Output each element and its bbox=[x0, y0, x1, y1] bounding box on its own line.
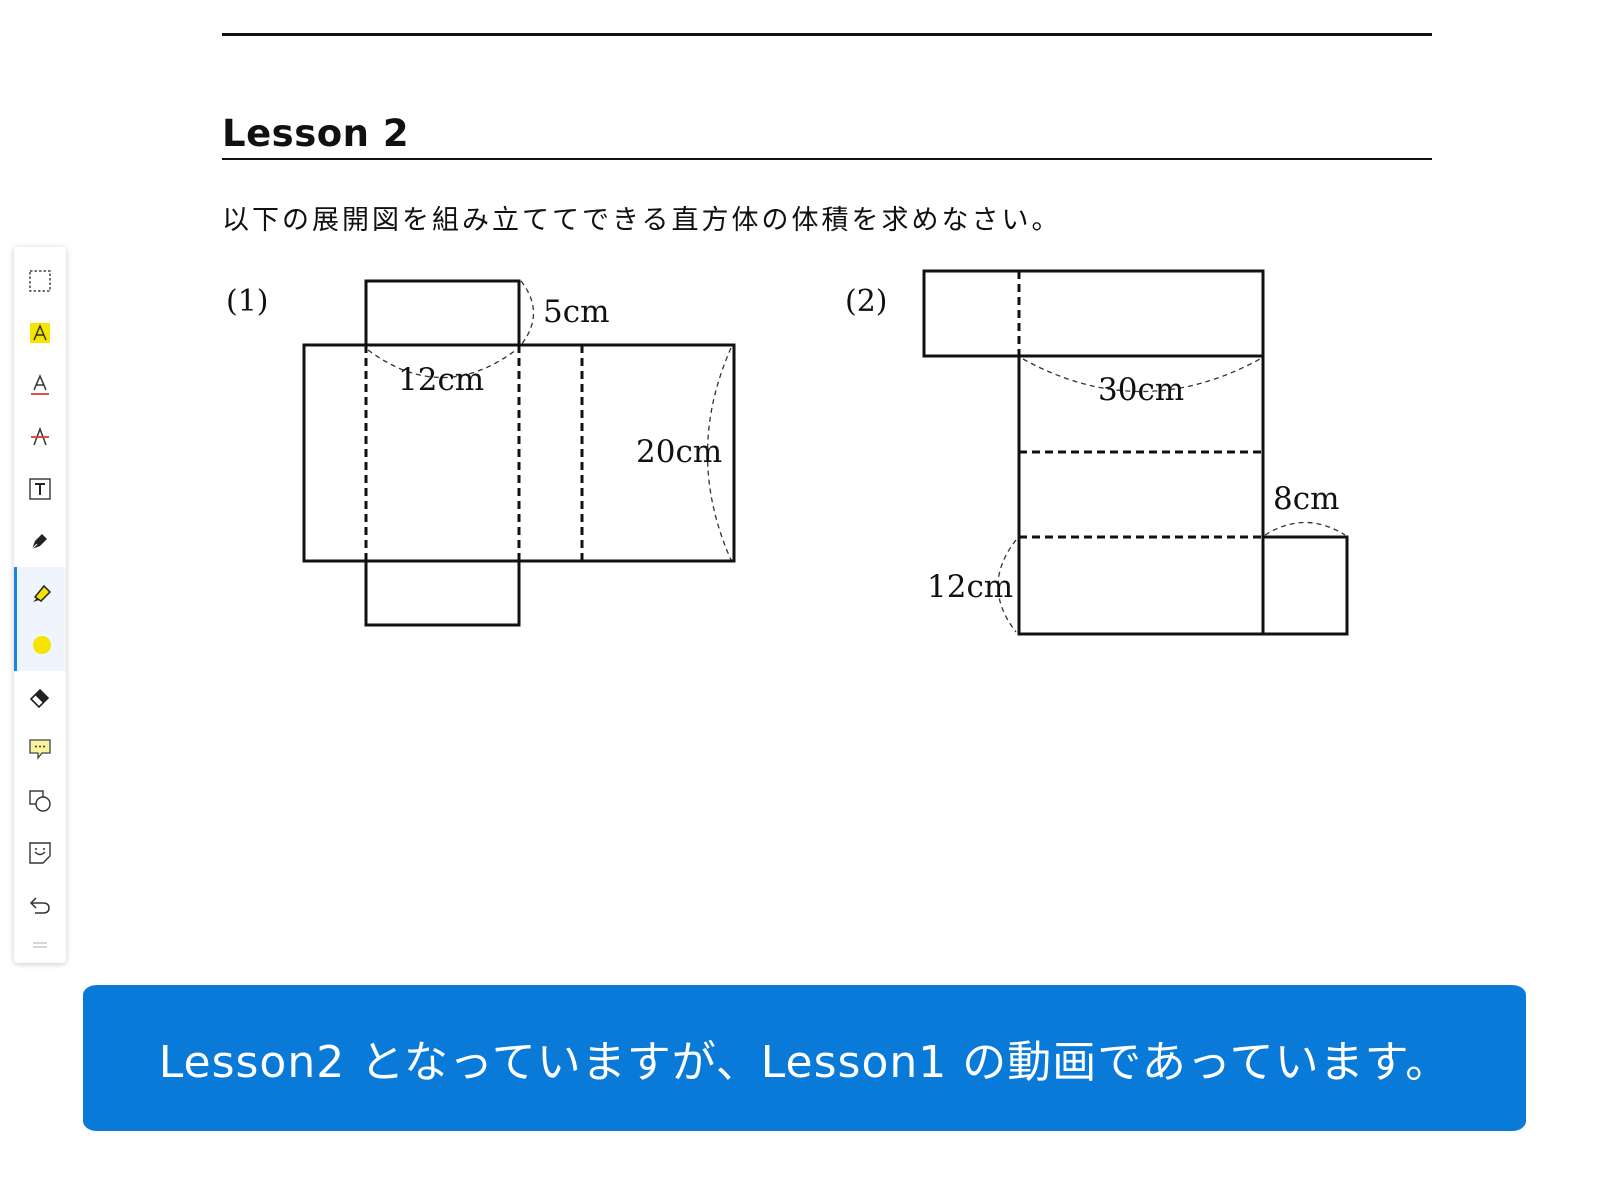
dim-label-30cm: 30cm bbox=[1098, 372, 1184, 408]
pen-tool[interactable] bbox=[14, 515, 66, 567]
undo-icon bbox=[29, 897, 50, 914]
figure-2-label: (2) bbox=[845, 284, 888, 319]
comment-tool[interactable] bbox=[14, 723, 66, 775]
text-box-icon bbox=[29, 478, 51, 500]
caption-text: Lesson2 となっていますが、Lesson1 の動画であっています。 bbox=[158, 1037, 1451, 1088]
underline-tool[interactable] bbox=[14, 359, 66, 411]
annotation-toolbar bbox=[14, 247, 66, 963]
net-figure-1 bbox=[302, 279, 736, 627]
highlighter-icon bbox=[32, 584, 51, 602]
color-dot-icon bbox=[32, 636, 51, 654]
pen-icon bbox=[30, 534, 47, 551]
highlight-a-icon bbox=[30, 323, 50, 343]
dim-label-12cm: 12cm bbox=[398, 362, 484, 398]
dimension-arcs-1 bbox=[367, 280, 732, 561]
dim-label-20cm: 20cm bbox=[636, 434, 722, 470]
dim-label-5cm: 5cm bbox=[543, 294, 609, 330]
caption-banner: Lesson2 となっていますが、Lesson1 の動画であっています。 bbox=[83, 985, 1526, 1131]
select-tool[interactable] bbox=[14, 255, 66, 307]
text-highlight-tool[interactable] bbox=[14, 307, 66, 359]
dim-label-12cm-2: 12cm bbox=[927, 569, 1013, 605]
toolbar-drag-handle[interactable] bbox=[14, 931, 66, 959]
strikethrough-tool[interactable] bbox=[14, 411, 66, 463]
grip-lines-icon bbox=[33, 942, 47, 948]
shapes-icon bbox=[29, 790, 51, 812]
question-text: 以下の展開図を組み立ててできる直方体の体積を求めなさい。 bbox=[222, 205, 1062, 236]
dashed-rectangle-icon bbox=[29, 270, 51, 292]
highlighter-tool[interactable] bbox=[14, 567, 66, 619]
dimension-arcs-2 bbox=[997, 358, 1346, 633]
eraser-icon bbox=[29, 688, 50, 709]
lesson-title: Lesson 2 bbox=[222, 112, 410, 155]
undo-tool[interactable] bbox=[14, 879, 66, 931]
dim-label-8cm: 8cm bbox=[1273, 481, 1339, 517]
sticker-tool[interactable] bbox=[14, 827, 66, 879]
figure-1-label: (1) bbox=[226, 284, 269, 319]
underline-a-icon bbox=[31, 374, 49, 395]
sticker-icon bbox=[29, 842, 51, 864]
text-box-tool[interactable] bbox=[14, 463, 66, 515]
shape-tool[interactable] bbox=[14, 775, 66, 827]
title-underline bbox=[222, 158, 1432, 160]
net-figure-2 bbox=[922, 269, 1349, 636]
color-picker[interactable] bbox=[14, 619, 66, 671]
top-rule bbox=[222, 33, 1432, 36]
eraser-tool[interactable] bbox=[14, 671, 66, 723]
comment-icon bbox=[29, 739, 51, 760]
strikethrough-a-icon bbox=[31, 426, 49, 446]
